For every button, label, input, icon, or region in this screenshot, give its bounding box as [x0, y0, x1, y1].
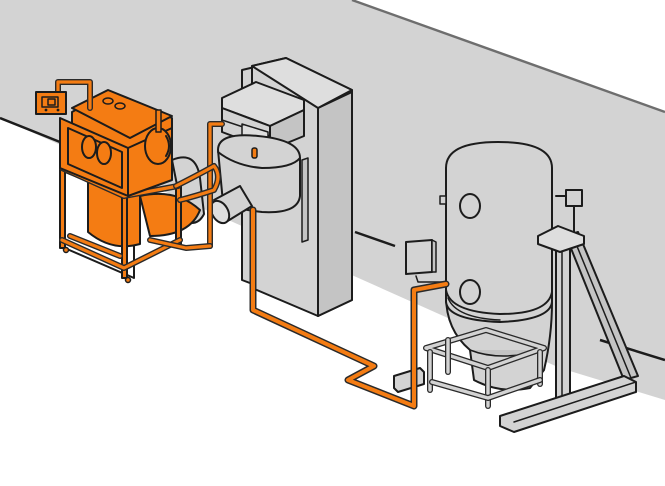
conveying-line-2 [249, 206, 450, 410]
control-panel-box [35, 79, 93, 115]
vessel-stand [423, 327, 547, 409]
vacuum-conveyor-unit [35, 79, 205, 284]
fluid-bed-dryer-vessel [393, 141, 639, 433]
conveying-line-1 [147, 121, 225, 251]
cyclone-inlet-cylinder [209, 185, 253, 225]
cyclone-separator-cabinet [209, 57, 353, 317]
